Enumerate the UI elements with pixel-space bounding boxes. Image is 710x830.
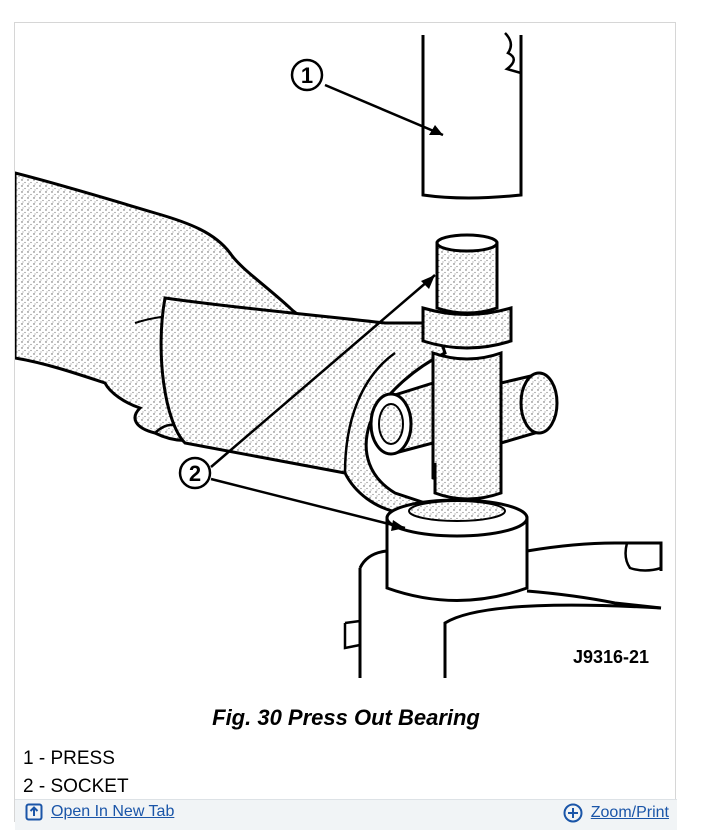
callout-1-label: 1 — [301, 63, 313, 88]
bearing-illustration: 1 2 J9316-21 — [15, 32, 663, 678]
bearing-cup-top — [421, 233, 513, 350]
zoom-print-label: Zoom/Print — [590, 804, 669, 821]
zoom-print-link[interactable]: Zoom/Print — [563, 803, 669, 823]
figure-caption: Fig. 30 Press Out Bearing — [212, 705, 480, 730]
yoke — [159, 296, 447, 515]
open-in-new-tab-link[interactable]: Open In New Tab — [25, 803, 174, 821]
universal-joint-cross — [369, 350, 559, 501]
figure-panel: 1 2 J9316-21 Fig. 30 Press Out Bearing 1… — [14, 22, 677, 830]
legend: 1 - PRESS 2 - SOCKET — [23, 745, 129, 801]
socket — [385, 498, 529, 602]
callout-2: 2 — [178, 274, 436, 531]
open-in-new-tab-label: Open In New Tab — [51, 803, 175, 820]
open-new-tab-icon — [25, 803, 43, 821]
callout-1: 1 — [290, 58, 444, 137]
press-ram — [421, 32, 523, 200]
figure-code: J9316-21 — [573, 647, 649, 667]
legend-item-press: 1 - PRESS — [23, 748, 115, 769]
legend-item-socket: 2 - SOCKET — [23, 776, 129, 797]
press-base — [343, 541, 663, 678]
zoom-plus-icon — [563, 803, 583, 823]
callout-2-label: 2 — [189, 461, 201, 486]
